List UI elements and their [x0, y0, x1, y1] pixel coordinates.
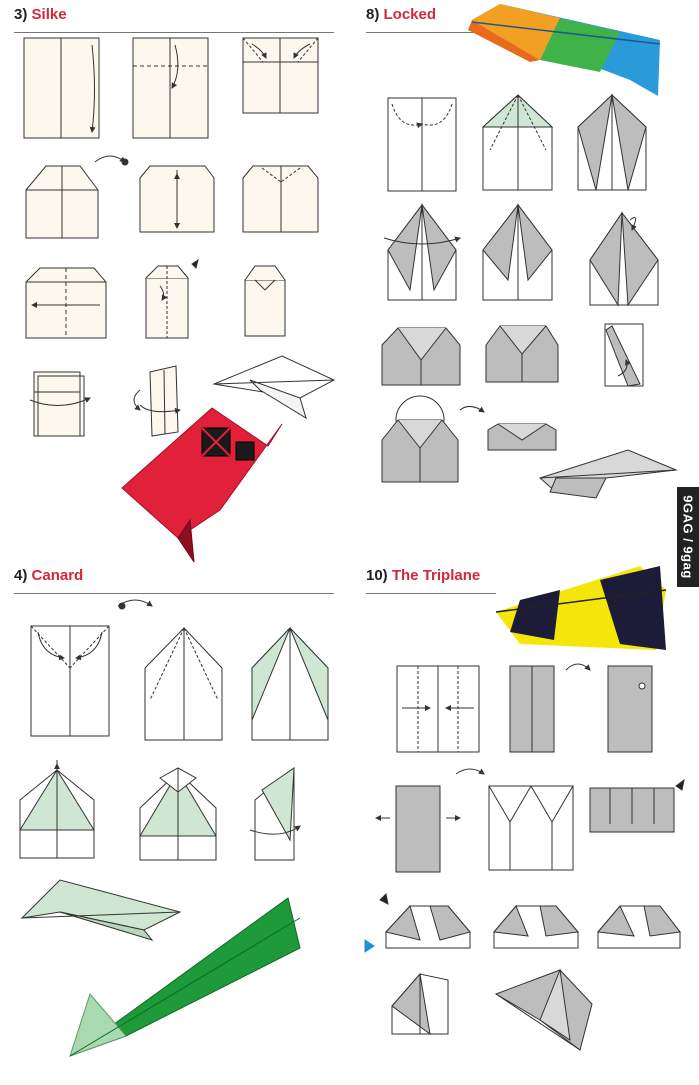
- section-divider: [14, 593, 334, 594]
- section-name: Canard: [31, 567, 84, 584]
- watermark-9gag: 9GAG / 9gag: [677, 487, 699, 587]
- section-number: 10): [366, 567, 388, 584]
- section-divider: [366, 32, 476, 33]
- silke-diagrams: [23, 37, 336, 563]
- section-title-triplane: 10) The Triplane: [366, 567, 480, 584]
- locked-diagrams: [381, 4, 678, 499]
- canard-diagrams: [19, 599, 329, 1057]
- section-title-locked: 8) Locked: [366, 6, 436, 23]
- section-title-silke: 3) Silke: [14, 6, 67, 23]
- section-title-canard: 4) Canard: [14, 567, 83, 584]
- section-name: Locked: [383, 6, 437, 23]
- section-name: Silke: [31, 6, 67, 23]
- section-name: The Triplane: [391, 567, 481, 584]
- section-number: 4): [14, 567, 28, 584]
- section-number: 3): [14, 6, 28, 23]
- triplane-diagrams: [364, 566, 685, 1051]
- section-number: 8): [366, 6, 380, 23]
- section-divider: [14, 32, 334, 33]
- section-divider: [366, 593, 496, 594]
